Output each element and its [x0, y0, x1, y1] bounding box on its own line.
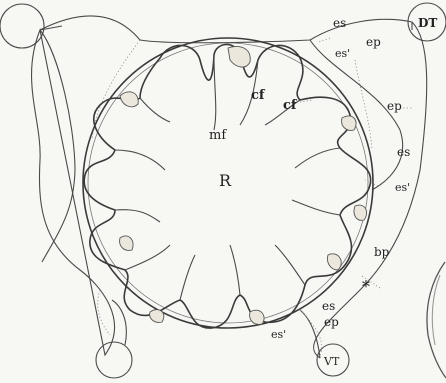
label-ventral-tentacle: VT [323, 355, 340, 368]
median-fold [214, 55, 216, 130]
label-dorsal-tentacle: DT [418, 16, 437, 30]
label-collar-fold-1: cf [251, 88, 266, 103]
specimen-fragment [427, 262, 446, 378]
collar-pocket [228, 47, 250, 68]
label-ep-right: ep [387, 99, 402, 113]
label-es-prime-right: es' [395, 181, 410, 194]
label-ep-top: ep [366, 35, 381, 49]
label-asterisk: * [362, 277, 370, 296]
ventral-left-tentacle [96, 342, 132, 378]
label-es-prime-bottom: es' [271, 328, 286, 341]
label-median-fold: mf [209, 128, 227, 143]
label-es-prime-top: es' [335, 47, 350, 60]
label-es-right: es [397, 145, 410, 159]
label-ep-bottom: ep [324, 315, 339, 329]
label-bp: bp [374, 245, 390, 259]
label-es-top: es [333, 16, 346, 30]
label-es-bottom: es [322, 299, 335, 313]
dorsal-left-tentacle [0, 4, 44, 48]
label-collar-fold-2: cf [283, 98, 298, 113]
label-rumen: R [219, 171, 232, 190]
